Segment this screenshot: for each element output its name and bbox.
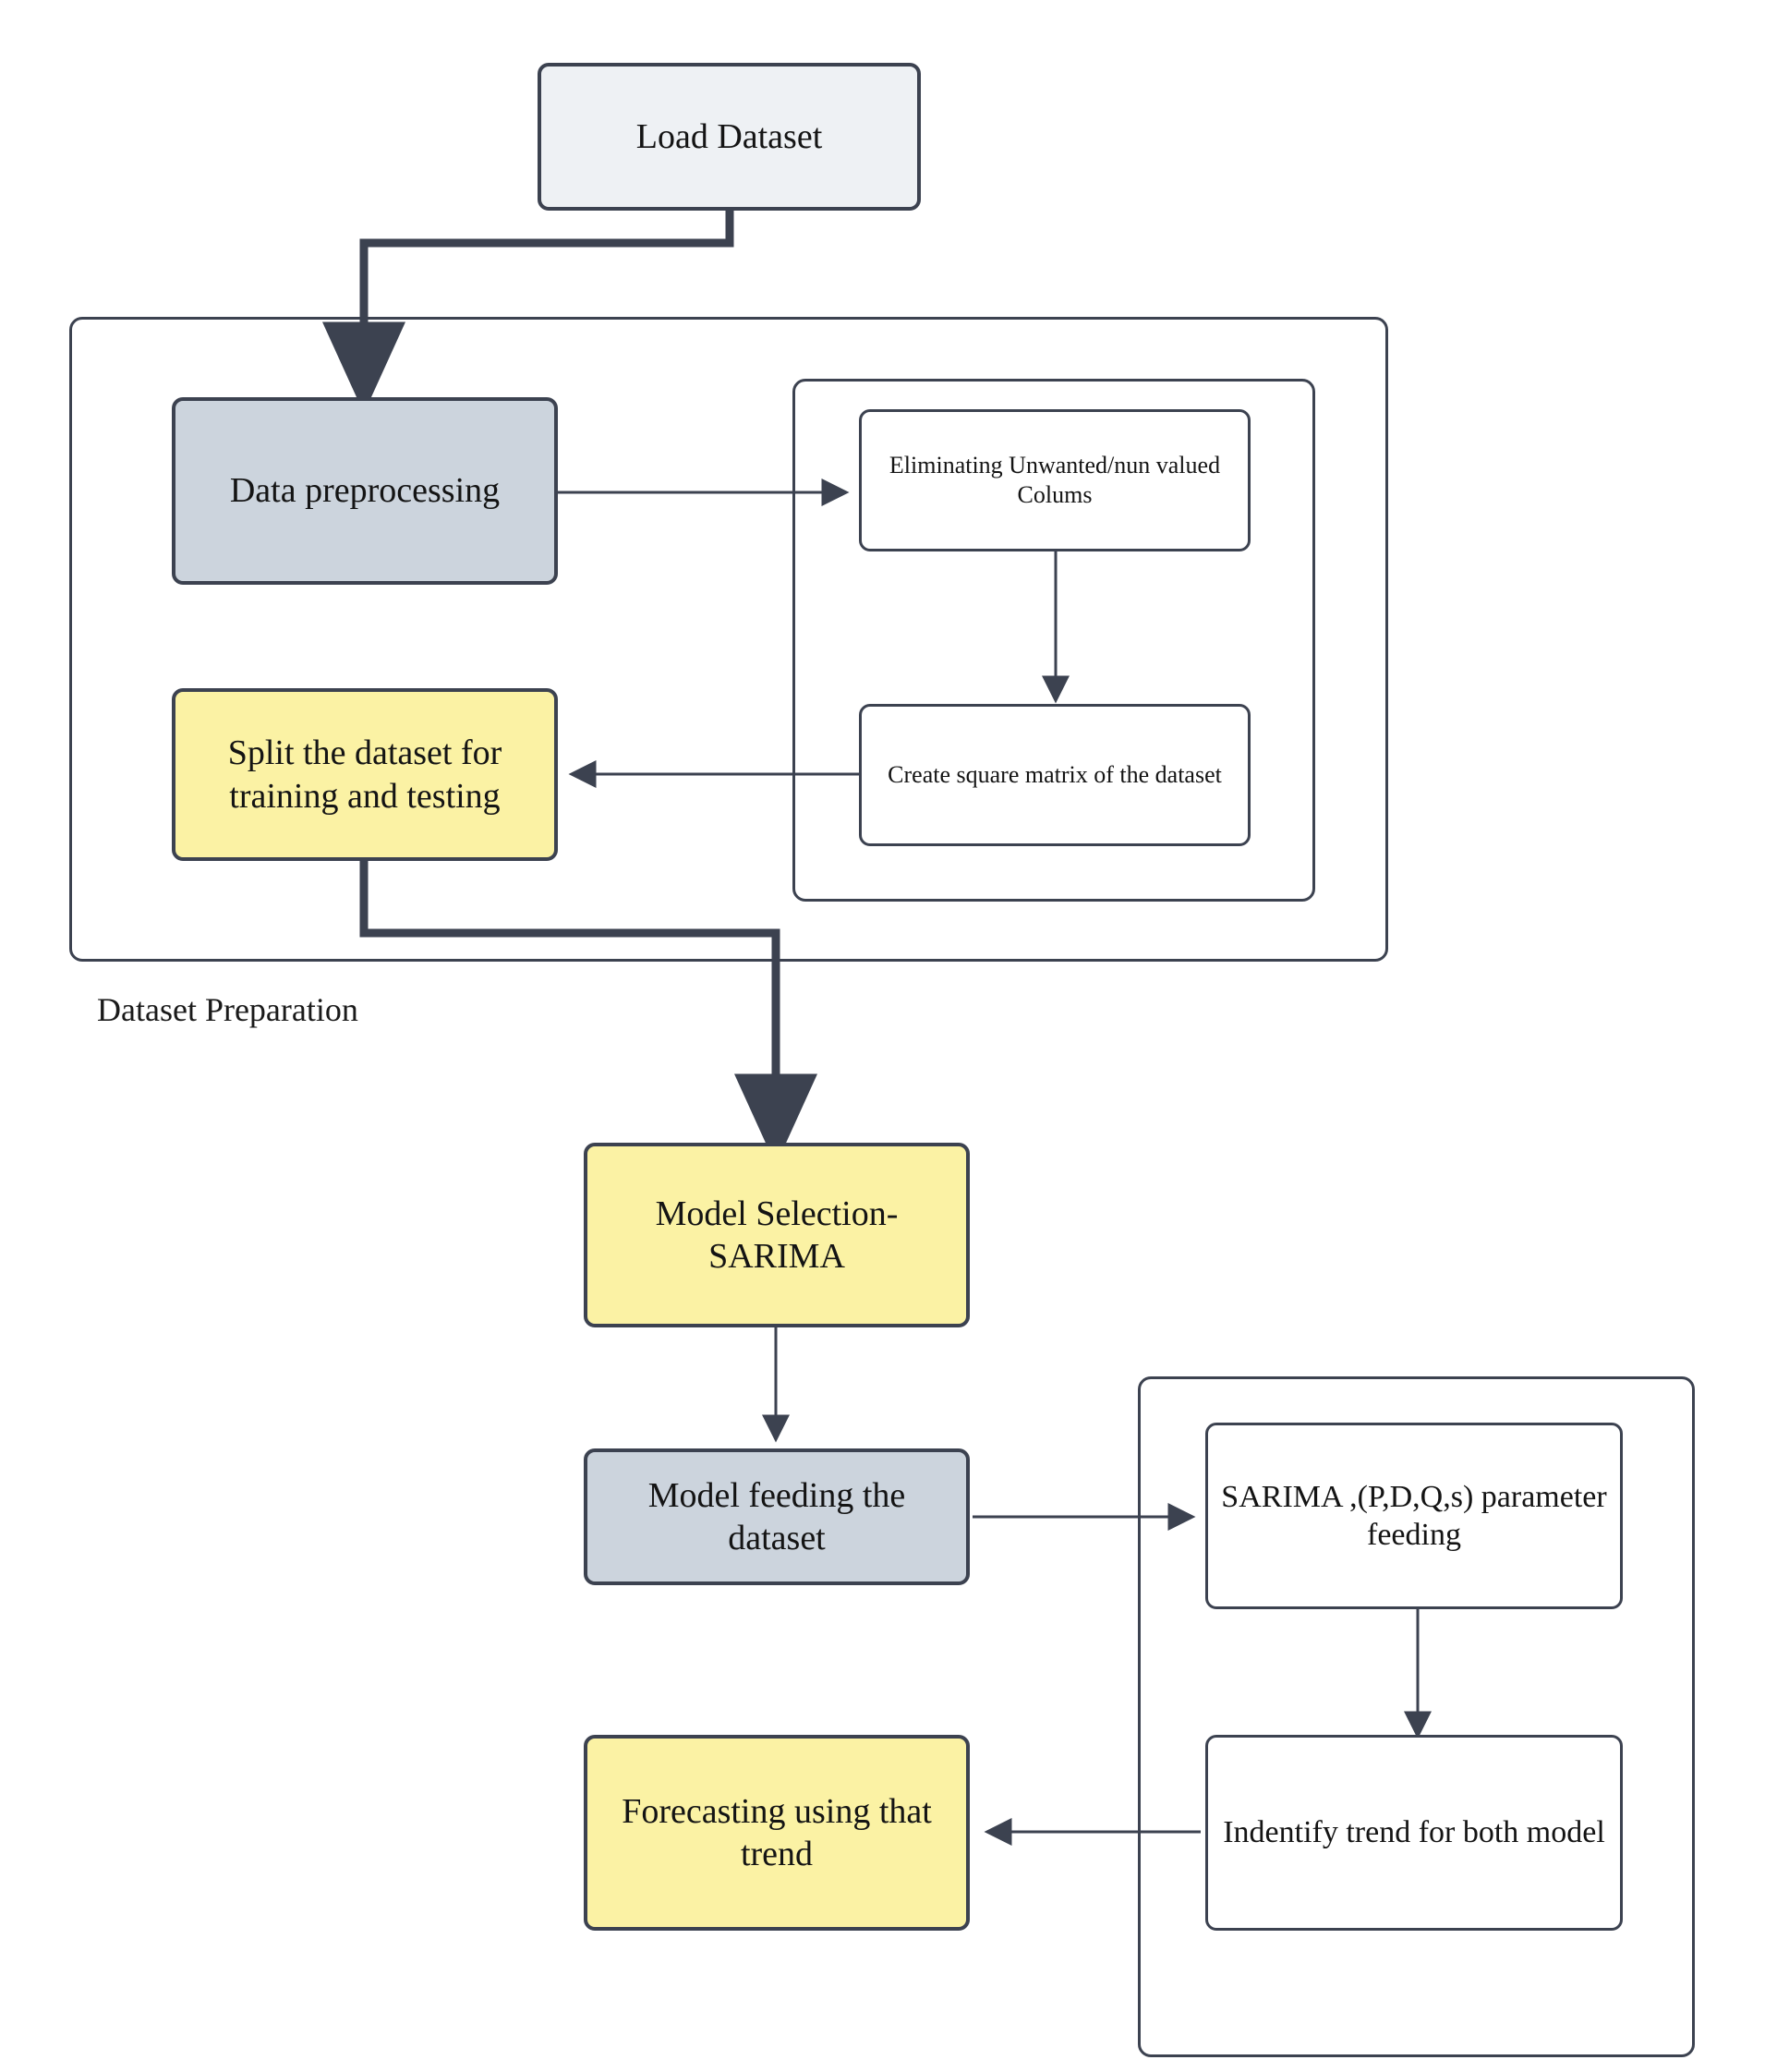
node-identify-trend-label: Indentify trend for both model (1223, 1815, 1605, 1850)
subgraph-dataset-preparation-label: Dataset Preparation (97, 991, 358, 1028)
node-forecasting[interactable]: Forecasting using that trend (584, 1735, 970, 1931)
node-load-dataset-label: Load Dataset (635, 116, 823, 156)
node-split-dataset[interactable]: Split the dataset for training and testi… (172, 688, 558, 861)
node-model-selection-sarima-label: Model Selection-SARIMA (655, 1194, 899, 1276)
subgraph-dataset-preparation (69, 317, 1388, 962)
node-create-square-matrix-label: Create square matrix of the dataset (888, 761, 1222, 789)
subgraph-preprocessing-steps (792, 379, 1315, 902)
node-load-dataset[interactable]: Load Dataset (538, 63, 921, 211)
node-identify-trend[interactable]: Indentify trend for both model (1205, 1735, 1623, 1931)
node-forecasting-label: Forecasting using that trend (622, 1791, 932, 1873)
subgraph-model-steps (1138, 1376, 1695, 2057)
node-data-preprocessing[interactable]: Data preprocessing (172, 397, 558, 585)
node-model-feeding-dataset[interactable]: Model feeding the dataset (584, 1448, 970, 1585)
node-split-dataset-label: Split the dataset for training and testi… (227, 733, 502, 816)
node-create-square-matrix[interactable]: Create square matrix of the dataset (859, 704, 1251, 846)
node-eliminating-columns-label: Eliminating Unwanted/nun valued Colums (889, 452, 1221, 508)
node-eliminating-columns[interactable]: Eliminating Unwanted/nun valued Colums (859, 409, 1251, 551)
node-model-feeding-dataset-label: Model feeding the dataset (647, 1475, 906, 1557)
node-data-preprocessing-label: Data preprocessing (229, 471, 501, 511)
node-model-selection-sarima[interactable]: Model Selection-SARIMA (584, 1143, 970, 1327)
node-sarima-parameter-feeding[interactable]: SARIMA ,(P,D,Q,s) parameter feeding (1205, 1423, 1623, 1609)
node-sarima-parameter-feeding-label: SARIMA ,(P,D,Q,s) parameter feeding (1221, 1479, 1607, 1552)
